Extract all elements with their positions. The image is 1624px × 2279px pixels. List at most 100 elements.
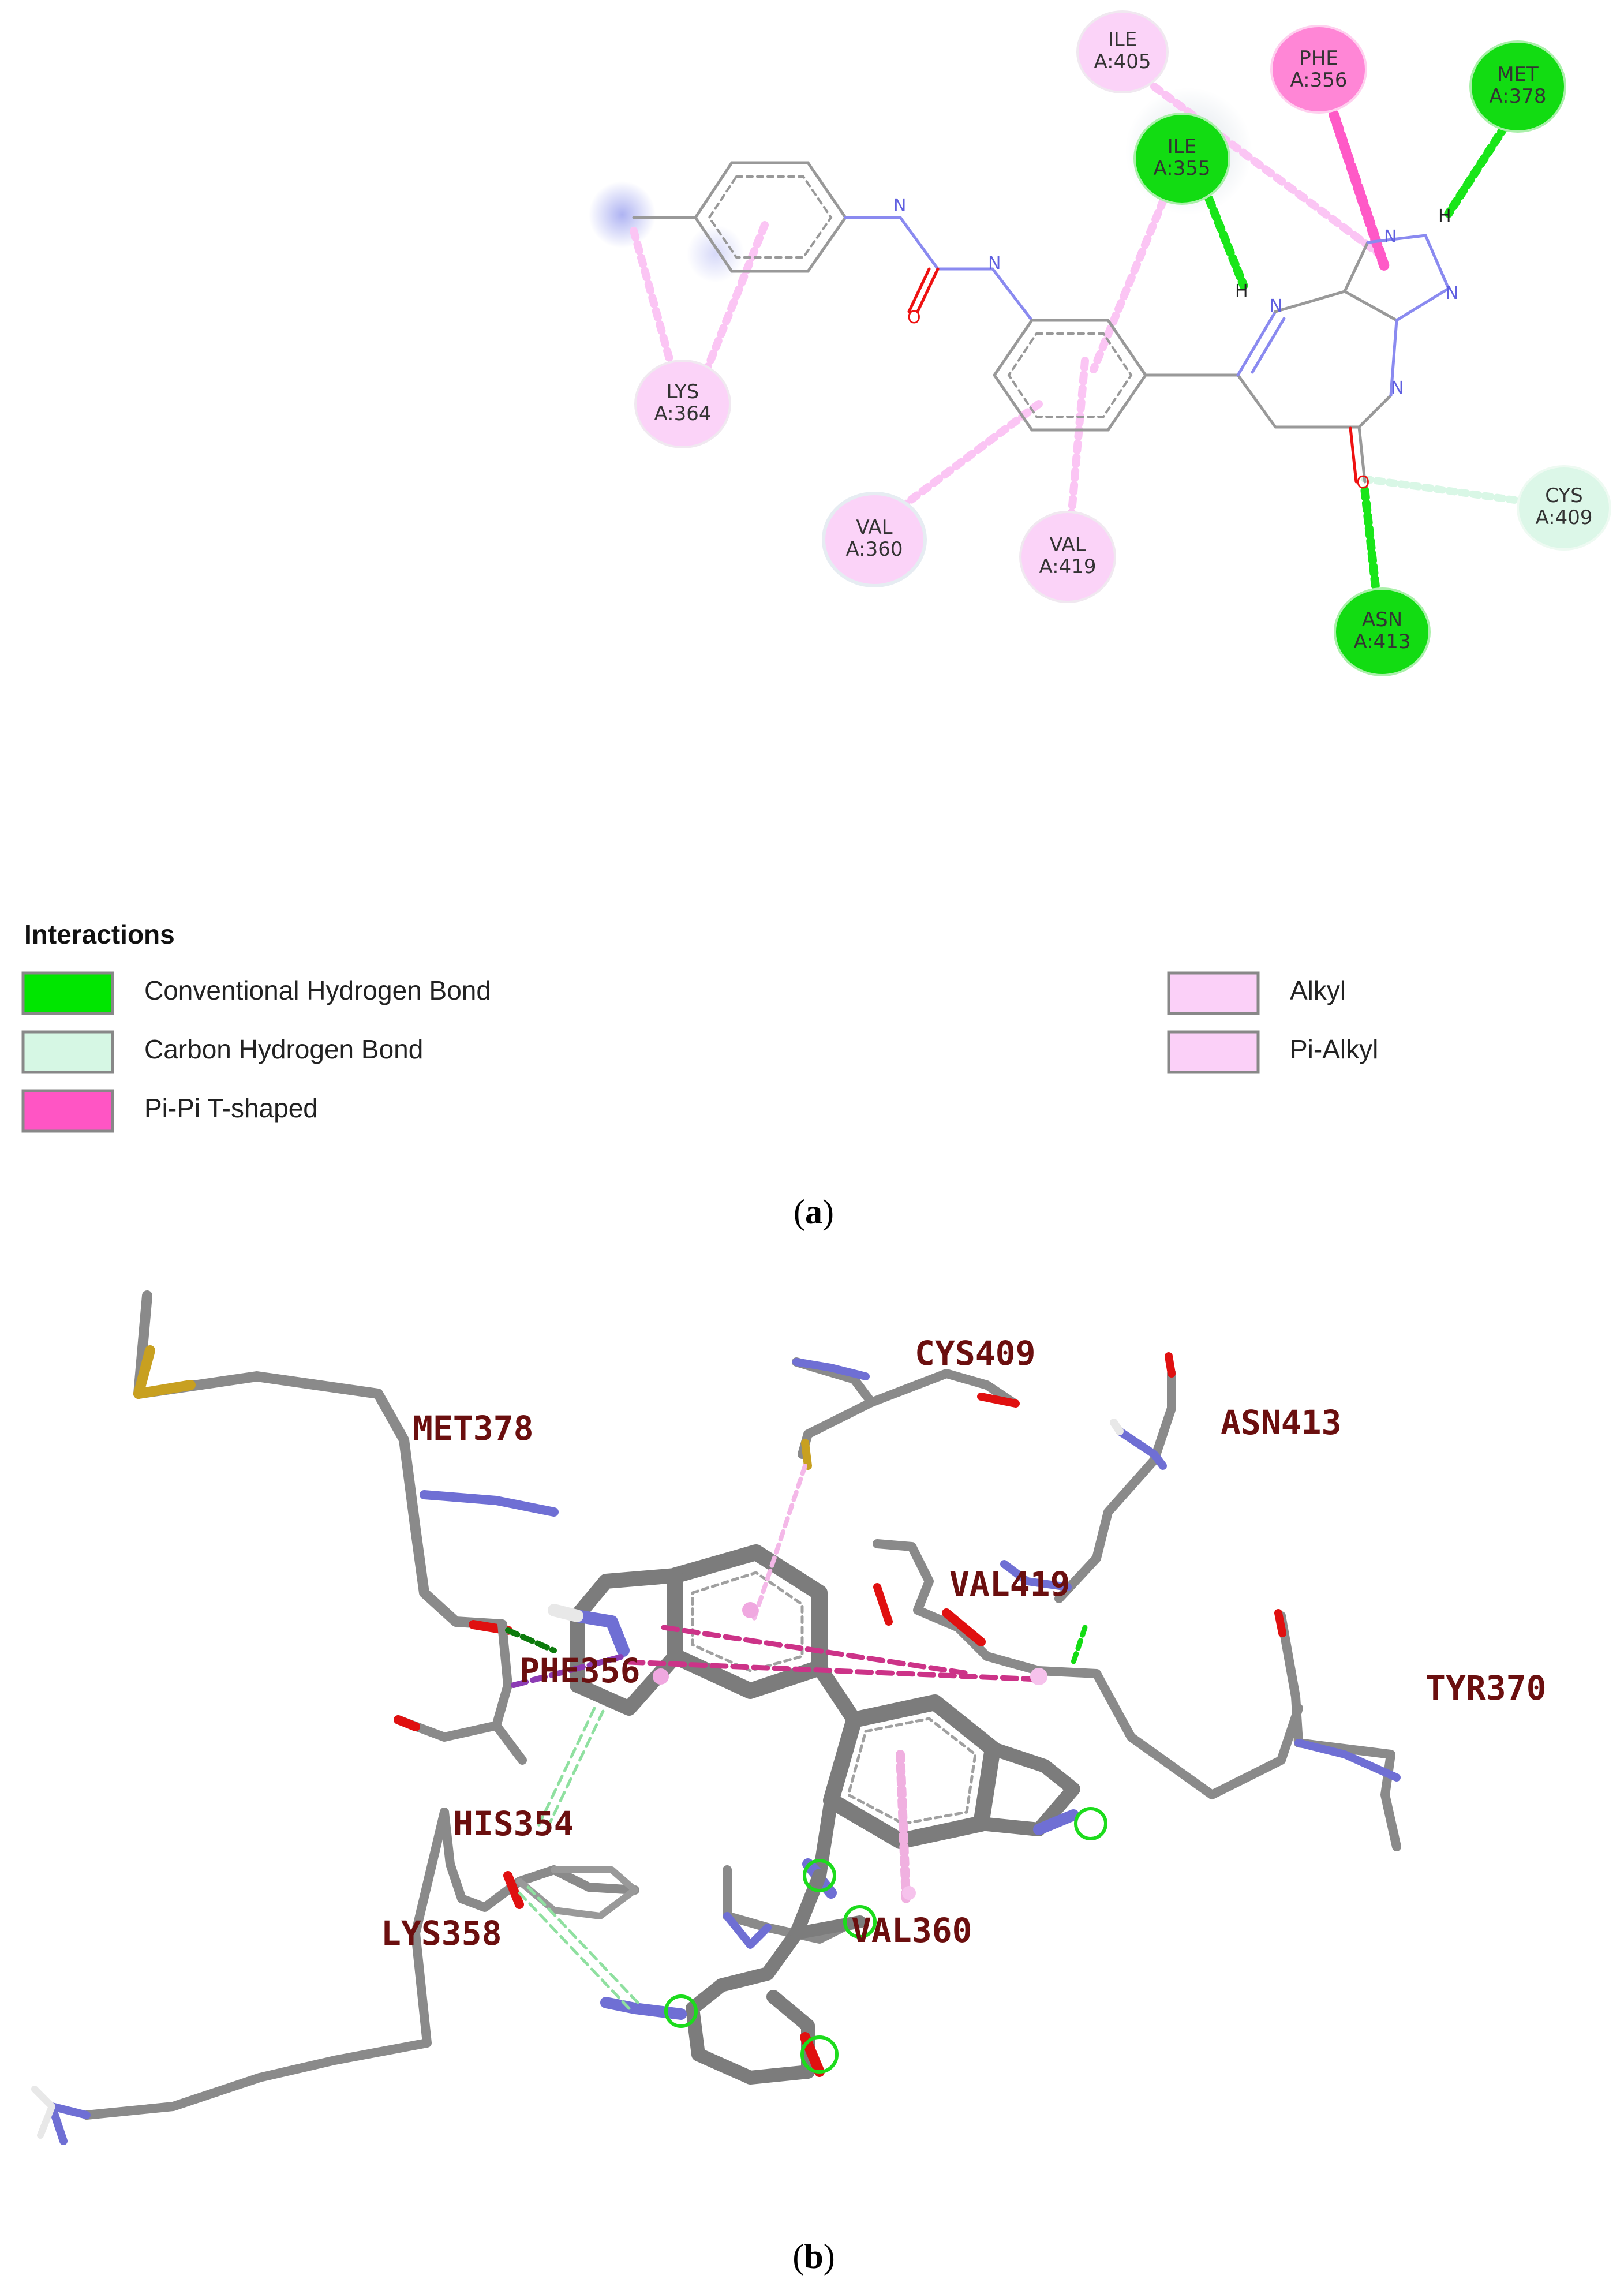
residue-stick-his354-ring <box>516 1866 638 1919</box>
bond <box>1424 234 1450 290</box>
alkyl-line <box>1090 184 1173 373</box>
bond <box>1349 426 1358 484</box>
residue-name: PHE <box>1299 47 1338 70</box>
ligand-bond <box>813 1794 838 1883</box>
bond <box>916 267 940 313</box>
legend-label: Pi-Alkyl <box>1290 1034 1378 1064</box>
residue-name: ILE <box>1108 28 1137 51</box>
pi-dash <box>896 1750 911 1903</box>
legend-swatch-alkyl <box>1167 971 1260 1015</box>
hbond-atom-marker <box>843 1905 877 1939</box>
residue-position: A:356 <box>1290 69 1347 92</box>
residue-position: A:378 <box>1489 85 1546 108</box>
atom-n: N <box>893 196 906 216</box>
hbond-dash <box>1071 1625 1088 1665</box>
panel-a-interaction-diagram: N N O N H N H N N O ILE A:405 PHE A:356 <box>21 10 1611 1231</box>
ligand-glow <box>687 225 744 283</box>
panel-b-label: (b) <box>792 2237 835 2276</box>
bond <box>1274 290 1346 313</box>
ligand-ring-inner <box>691 1571 804 1672</box>
centroid-marker <box>1030 1668 1047 1685</box>
oxygen-bond <box>1165 1352 1176 1378</box>
atom-n: N <box>1446 283 1458 304</box>
pipi-line <box>1325 99 1390 274</box>
aromatic-inner-ring <box>1007 332 1133 418</box>
residue-position: A:413 <box>1353 630 1410 653</box>
residue-val419: VAL A:419 <box>1019 511 1116 603</box>
hbond-atom-marker <box>803 1859 836 1892</box>
residue-name: CYS <box>1545 484 1583 507</box>
ring-centroids <box>653 1602 1047 1900</box>
hbond-atom-marker <box>664 1994 698 2028</box>
residue-stick-his354 <box>440 1808 639 1912</box>
residue-stick-cys409-s <box>798 1398 876 1459</box>
atom-n: N <box>1391 378 1404 398</box>
interactions-legend: Interactions Conventional Hydrogen Bond … <box>21 919 1378 1133</box>
residue-label-asn413: ASN413 <box>1221 1403 1342 1442</box>
residue-stick-asn413-h <box>1110 1419 1124 1435</box>
atom-n: N <box>988 253 1001 274</box>
residue-label-tyr370: TYR370 <box>1425 1668 1547 1708</box>
residue-stick-asn413 <box>1054 1369 1176 1603</box>
atom-h: H <box>1438 206 1451 226</box>
residue-label-val360: VAL360 <box>851 1911 972 1950</box>
oxygen-bond <box>873 1583 893 1626</box>
ligand-n-bond <box>571 1610 630 1657</box>
legend-swatch-pi-alkyl <box>1167 1030 1260 1074</box>
ligand-five-ring <box>974 1742 1080 1836</box>
residue-label-phe356: PHE356 <box>519 1651 641 1690</box>
atom-o: O <box>1356 473 1370 493</box>
residue-label-val419: VAL419 <box>949 1565 1071 1604</box>
bond <box>1357 425 1367 484</box>
pi-dash <box>661 1625 972 1676</box>
residue-cys409: CYS A:409 <box>1517 465 1611 551</box>
atom-o: O <box>907 308 921 328</box>
residue-name: VAL <box>856 516 892 539</box>
legend-label: Carbon Hydrogen Bond <box>144 1034 423 1064</box>
centroid-marker <box>653 1668 669 1685</box>
residue-met378: MET A:378 <box>1469 40 1566 133</box>
residue-label-his354: HIS354 <box>453 1804 574 1843</box>
oxygen-bond <box>503 1871 524 1909</box>
aromatic-inner-ring <box>708 175 833 259</box>
residue-nodes: ILE A:405 PHE A:356 MET A:378 ILE A:355 … <box>634 10 1611 676</box>
ligand-structure <box>632 161 1450 484</box>
panel-a-label: (a) <box>794 1193 834 1231</box>
ligand-ring-inner <box>847 1717 977 1825</box>
bond <box>1251 317 1286 374</box>
residue-ile355: ILE A:355 <box>1133 113 1230 205</box>
residue-name: VAL <box>1049 533 1086 556</box>
carbon-hbond-dash <box>518 1891 631 2010</box>
atom-n: N <box>1270 296 1282 316</box>
hbond-line <box>1204 194 1248 290</box>
bond <box>1389 319 1398 397</box>
ligand-n-bond <box>600 1997 687 2020</box>
ligand-chain <box>686 1869 826 2085</box>
ligand-h <box>548 1604 583 1622</box>
sulfur-bond <box>133 1345 155 1399</box>
carbon-hbond-line <box>1361 475 1533 506</box>
protein-sticks <box>31 1290 1401 2145</box>
residue-phe356: PHE A:356 <box>1270 25 1367 114</box>
ligand-sticks <box>548 1544 1080 2085</box>
residue-stick-tyr370 <box>1277 1611 1401 1851</box>
residue-stick-val419 <box>873 1539 1303 1799</box>
residue-label-cys409: CYS409 <box>915 1334 1036 1373</box>
residue-name: ILE <box>1168 135 1196 158</box>
residue-position: A:409 <box>1535 506 1592 529</box>
residue-position: A:364 <box>654 402 711 425</box>
carbon-hbond-dash <box>535 1707 596 1831</box>
pi-dash <box>751 1464 807 1624</box>
residue-name: MET <box>1497 63 1539 86</box>
alkyl-line <box>703 221 769 373</box>
residue-stick-lys358 <box>82 1808 449 2120</box>
benzene-ring <box>992 319 1148 432</box>
residue-position: A:419 <box>1039 555 1096 578</box>
pi-dash <box>626 1659 1042 1682</box>
residue-name: LYS <box>667 380 699 403</box>
alkyl-line <box>1067 357 1089 529</box>
residue-stick-asn413-n <box>1116 1427 1167 1470</box>
alkyl-line <box>630 227 676 373</box>
hbond-line <box>1360 486 1381 599</box>
